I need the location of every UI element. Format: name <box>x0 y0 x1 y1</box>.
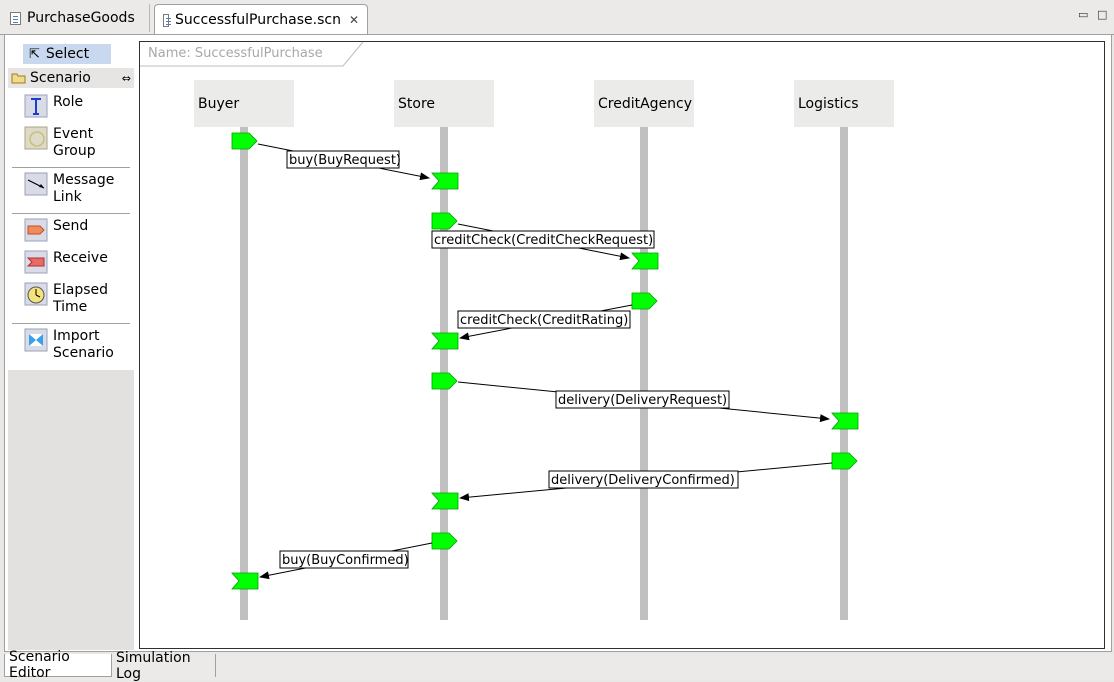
receive-event[interactable] <box>231 572 259 590</box>
palette-item-message-link[interactable]: Message Link <box>8 172 134 206</box>
tab-scenario-editor[interactable]: Scenario Editor <box>4 649 112 681</box>
send-event[interactable] <box>431 532 458 550</box>
receive-icon <box>24 250 48 274</box>
role-label: Logistics <box>798 96 859 112</box>
palette-item-label: Message Link <box>53 172 115 205</box>
maximize-icon[interactable]: □ <box>1097 8 1108 21</box>
close-icon[interactable]: ✕ <box>348 13 359 27</box>
select-tool[interactable]: ⇱ Select <box>23 44 111 64</box>
palette: ⇱ Select Scenario ⇔ Role Event Group M <box>8 40 134 650</box>
tab-successful-purchase[interactable]: SuccessfulPurchase.scn ✕ <box>154 4 368 35</box>
folder-icon <box>11 73 26 84</box>
scenario-name-label: Name: SuccessfulPurchase <box>148 46 323 61</box>
send-event[interactable] <box>631 292 658 310</box>
tab-label: Scenario Editor <box>9 649 70 681</box>
palette-item-elapsed-time[interactable]: Elapsed Time <box>8 282 134 316</box>
file-icon <box>10 11 21 25</box>
event-group-icon <box>24 126 48 150</box>
collapse-icon[interactable]: ⇔ <box>121 71 131 85</box>
send-event[interactable] <box>431 372 458 390</box>
receive-event[interactable] <box>431 332 459 350</box>
import-scenario-icon <box>24 328 48 352</box>
tab-label: PurchaseGoods <box>27 10 135 26</box>
role-label: Buyer <box>198 96 239 112</box>
elapsed-time-icon <box>24 282 48 306</box>
scenario-drawer-label: Scenario <box>30 70 91 86</box>
palette-item-label: Import Scenario <box>53 328 114 361</box>
diagram-canvas[interactable] <box>139 41 1105 649</box>
role-label: CreditAgency <box>598 96 692 112</box>
select-label: Select <box>45 46 90 62</box>
scenario-file-icon <box>163 13 171 27</box>
message-label-box <box>555 390 730 409</box>
tab-simulation-log[interactable]: Simulation Log <box>112 650 216 682</box>
tab-label: Simulation Log <box>116 649 191 682</box>
palette-item-event-group[interactable]: Event Group <box>8 126 134 160</box>
message-label-box <box>548 470 739 489</box>
palette-separator <box>12 323 130 324</box>
send-event[interactable] <box>231 132 258 150</box>
role-box-logistics[interactable] <box>794 80 894 127</box>
palette-item-label: Event Group <box>53 126 96 159</box>
send-event[interactable] <box>431 212 458 230</box>
receive-event[interactable] <box>831 412 859 430</box>
lifeline-creditagency <box>640 127 648 620</box>
lifeline-buyer <box>240 127 248 620</box>
palette-item-label: Send <box>53 218 89 234</box>
message-label: delivery(DeliveryRequest) <box>558 393 727 408</box>
receive-event[interactable] <box>631 252 659 270</box>
palette-item-receive[interactable]: Receive <box>8 250 134 274</box>
receive-event[interactable] <box>431 172 459 190</box>
message-label-box <box>279 550 409 569</box>
message-label: buy(BuyConfirmed) <box>282 553 409 568</box>
send-icon <box>24 218 48 242</box>
message-label-box <box>457 310 631 329</box>
message-label: delivery(DeliveryConfirmed) <box>551 473 735 488</box>
role-box-buyer[interactable] <box>194 80 294 127</box>
name-tab-outline <box>140 41 364 67</box>
bottom-tab-bar <box>0 654 1114 680</box>
role-icon <box>24 94 48 118</box>
palette-separator <box>12 167 130 168</box>
palette-item-label: Role <box>53 94 84 110</box>
palette-item-role[interactable]: Role <box>8 94 134 118</box>
palette-item-label: Elapsed Time <box>53 282 108 315</box>
message-label-box <box>431 230 655 249</box>
send-event[interactable] <box>831 452 858 470</box>
receive-event[interactable] <box>431 492 459 510</box>
message-label: buy(BuyRequest) <box>289 153 401 168</box>
role-box-store[interactable] <box>394 80 494 127</box>
palette-item-send[interactable]: Send <box>8 218 134 242</box>
palette-item-import-scenario[interactable]: Import Scenario <box>8 328 134 362</box>
role-box-creditagency[interactable] <box>594 80 694 127</box>
palette-separator <box>12 213 130 214</box>
minimize-icon[interactable]: ▭ <box>1078 8 1089 21</box>
message-label: creditCheck(CreditCheckRequest) <box>434 233 653 248</box>
pointer-icon: ⇱ <box>29 46 40 62</box>
message-label-box <box>286 150 400 169</box>
palette-item-label: Receive <box>53 250 108 266</box>
role-label: Store <box>398 96 435 112</box>
tab-purchase-goods[interactable]: PurchaseGoods <box>2 4 150 32</box>
lifeline-logistics <box>840 127 848 620</box>
message-label: creditCheck(CreditRating) <box>460 313 628 328</box>
scenario-drawer-header[interactable]: Scenario ⇔ <box>8 68 134 88</box>
tab-label: SuccessfulPurchase.scn <box>175 12 341 28</box>
message-link-icon <box>24 172 48 196</box>
